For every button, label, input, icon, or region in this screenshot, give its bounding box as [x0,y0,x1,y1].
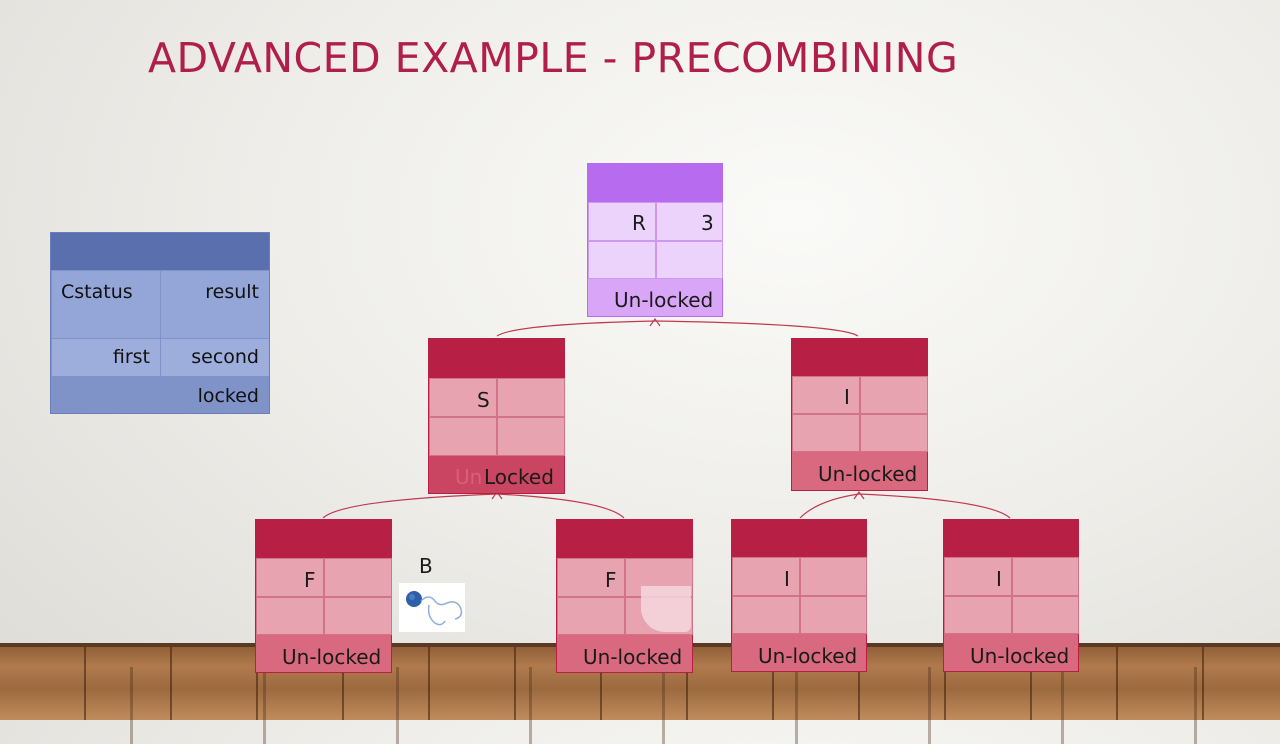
legend-result-cell [161,271,269,338]
node-leaf-3-header [732,520,866,557]
edge-leaf3-midright [799,493,860,519]
edge-leaf4-midright [858,493,1011,519]
slide-title: ADVANCED EXAMPLE - PRECOMBINING [148,34,959,82]
node-leaf-4-first: I [996,567,1002,591]
node-leaf-4-second-cell [1012,557,1079,596]
node-mid-right-second-result [860,414,928,452]
node-mid-left-first-cell [429,378,497,417]
node-leaf-1-first-cell [256,558,324,597]
edge-leaf2-midleft [496,493,625,519]
node-leaf-4-first-result [944,596,1012,634]
node-mid-left: S Un Locked [428,338,565,494]
node-root: R 3 Un-locked [587,163,723,317]
node-leaf-4-second-result [1012,596,1079,634]
node-leaf-1-status: Un-locked [282,645,382,669]
node-root-first-result [588,241,656,279]
node-leaf-2-first-cell [557,558,625,597]
node-leaf-4-header [944,520,1078,557]
node-mid-right: I Un-locked [791,338,928,491]
node-leaf-1: F Un-locked [255,519,392,673]
node-mid-left-first: S [477,388,490,412]
node-mid-right-second-cell [860,376,928,414]
legend-node: Cstatus result first second locked [50,232,270,414]
node-mid-right-status: Un-locked [818,462,918,486]
node-leaf-2-header [557,520,692,558]
node-leaf-1-header [256,520,391,558]
node-leaf-1-first: F [304,568,316,592]
node-leaf-3-second-result [800,596,867,634]
node-root-status: Un-locked [614,288,714,312]
tree-connectors [322,317,1011,519]
node-mid-left-ghost-status: Un [455,465,483,489]
legend-second-cell [161,339,269,376]
legend-locked: locked [197,385,259,407]
node-mid-right-first-cell [792,376,860,414]
node-mid-right-first-result [792,414,860,452]
legend-first: first [112,346,150,368]
node-root-second-result [656,241,723,279]
node-leaf-1-second-cell [324,558,392,597]
edge-leaf1-midleft [322,493,498,519]
node-leaf-4: I Un-locked [943,519,1079,672]
node-root-second: 3 [701,211,714,235]
legend-second: second [191,346,259,368]
legend-cstatus-cell [52,271,160,338]
node-mid-right-first: I [844,385,850,409]
node-leaf-3-first: I [784,567,790,591]
node-leaf-2: F Un-locked [556,519,693,673]
node-leaf-3-status: Un-locked [758,644,858,668]
arrowhead-root [649,317,661,327]
node-leaf-3-first-cell [732,557,800,596]
node-mid-left-second-cell [497,378,565,417]
node-mid-left-header [429,339,564,378]
node-leaf-3-first-result [732,596,800,634]
node-leaf-2-first-result [557,597,625,635]
edge-midleft-root [496,320,656,337]
node-leaf-3-second-cell [800,557,867,596]
node-mid-left-status-bar [429,456,564,493]
node-leaf-3: I Un-locked [731,519,867,672]
node-leaf-2-first: F [605,568,617,592]
node-leaf-1-first-result [256,597,324,635]
legend-first-cell [52,339,160,376]
node-mid-right-header [792,339,927,376]
node-root-header [588,164,722,202]
legend-header [51,233,269,270]
node-leaf-4-status: Un-locked [970,644,1070,668]
node-leaf-1-second-result [324,597,392,635]
arrowhead-midright [853,490,865,500]
thread-shadow [641,586,691,632]
node-root-first-cell [588,202,656,241]
legend-cstatus: Cstatus [61,281,133,303]
edge-midright-root [654,320,859,337]
node-root-first: R [632,211,646,235]
node-mid-left-status: Locked [484,465,554,489]
node-root-second-cell [656,202,723,241]
legend-result: result [205,281,259,303]
node-leaf-4-first-cell [944,557,1012,596]
node-mid-left-first-result [429,417,497,456]
node-leaf-2-status: Un-locked [583,645,683,669]
node-mid-left-second-result [497,417,565,456]
thread-icon [399,583,465,632]
thread-label: B [419,554,433,578]
